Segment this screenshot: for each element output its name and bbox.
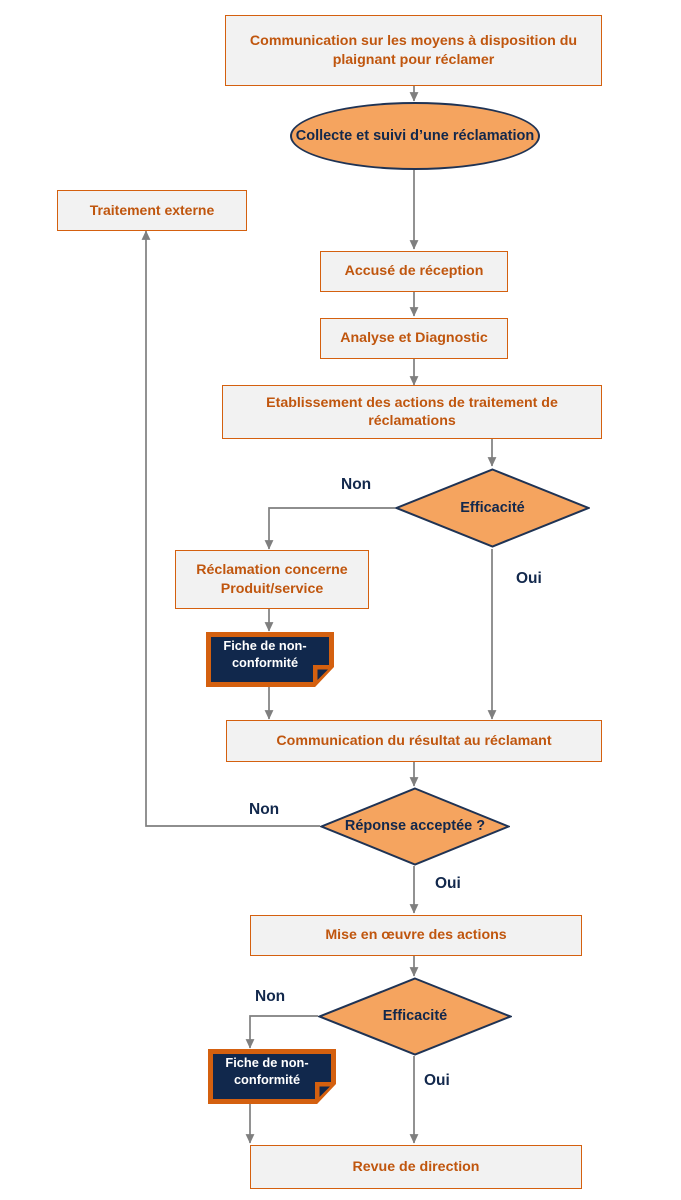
- diamond-shape: [395, 468, 590, 548]
- node-label: Mise en œuvre des actions: [325, 927, 507, 944]
- node-efficacite-1[interactable]: Efficacité: [395, 468, 590, 548]
- node-efficacite-2[interactable]: Efficacité: [318, 977, 512, 1056]
- diamond-shape: [320, 787, 510, 866]
- node-label: Collecte et suivi d’une réclamation: [295, 127, 535, 144]
- node-label: Accusé de réception: [344, 263, 484, 280]
- node-reponse-acceptee[interactable]: Réponse acceptée ?: [320, 787, 510, 866]
- node-label: Fiche de non-conformité: [223, 637, 307, 670]
- node-label: Efficacité: [460, 499, 525, 516]
- node-fiche-non-conformite-2[interactable]: Fiche de non-conformité: [208, 1049, 336, 1104]
- node-reclamation-concerne[interactable]: Réclamation concerne Produit/service: [175, 550, 369, 609]
- edge-label-reponse-oui: Oui: [435, 875, 461, 892]
- node-communication-moyens[interactable]: Communication sur les moyens à dispositi…: [225, 15, 602, 86]
- node-communication-resultat[interactable]: Communication du résultat au réclamant: [226, 720, 602, 762]
- document-shape: [206, 632, 334, 687]
- node-analyse-diagnostic[interactable]: Analyse et Diagnostic: [320, 318, 508, 359]
- node-label: Traitement externe: [89, 201, 215, 218]
- node-label: Fiche de non-conformité: [225, 1054, 309, 1087]
- node-label: Réponse acceptée ?: [344, 818, 486, 835]
- node-traitement-externe[interactable]: Traitement externe: [57, 190, 247, 231]
- node-label: Communication du résultat au réclamant: [276, 732, 552, 749]
- edge-label-reponse-non: Non: [249, 801, 280, 818]
- edge-label-efficacite1-non: Non: [341, 476, 372, 493]
- node-fiche-non-conformite-1[interactable]: Fiche de non-conformité: [206, 632, 334, 687]
- node-revue-direction[interactable]: Revue de direction: [250, 1145, 582, 1189]
- edge-label-efficacite1-oui: Oui: [516, 570, 542, 587]
- diamond-shape: [318, 977, 512, 1056]
- node-collecte-suivi[interactable]: Collecte et suivi d’une réclamation: [290, 102, 540, 170]
- node-label: Efficacité: [382, 1008, 448, 1025]
- node-label: Réclamation concerne Produit/service: [196, 562, 348, 597]
- node-accuse-reception[interactable]: Accusé de réception: [320, 251, 508, 292]
- node-label: Communication sur les moyens à dispositi…: [249, 33, 578, 68]
- edge-label-efficacite2-non: Non: [255, 988, 286, 1005]
- edge-label-efficacite2-oui: Oui: [424, 1072, 450, 1089]
- node-label: Revue de direction: [352, 1158, 480, 1175]
- node-label: Etablissement des actions de traitement …: [266, 394, 558, 429]
- node-mise-en-oeuvre[interactable]: Mise en œuvre des actions: [250, 915, 582, 956]
- node-label: Analyse et Diagnostic: [340, 330, 488, 347]
- node-etablissement-actions[interactable]: Etablissement des actions de traitement …: [222, 385, 602, 439]
- document-shape: [208, 1049, 336, 1104]
